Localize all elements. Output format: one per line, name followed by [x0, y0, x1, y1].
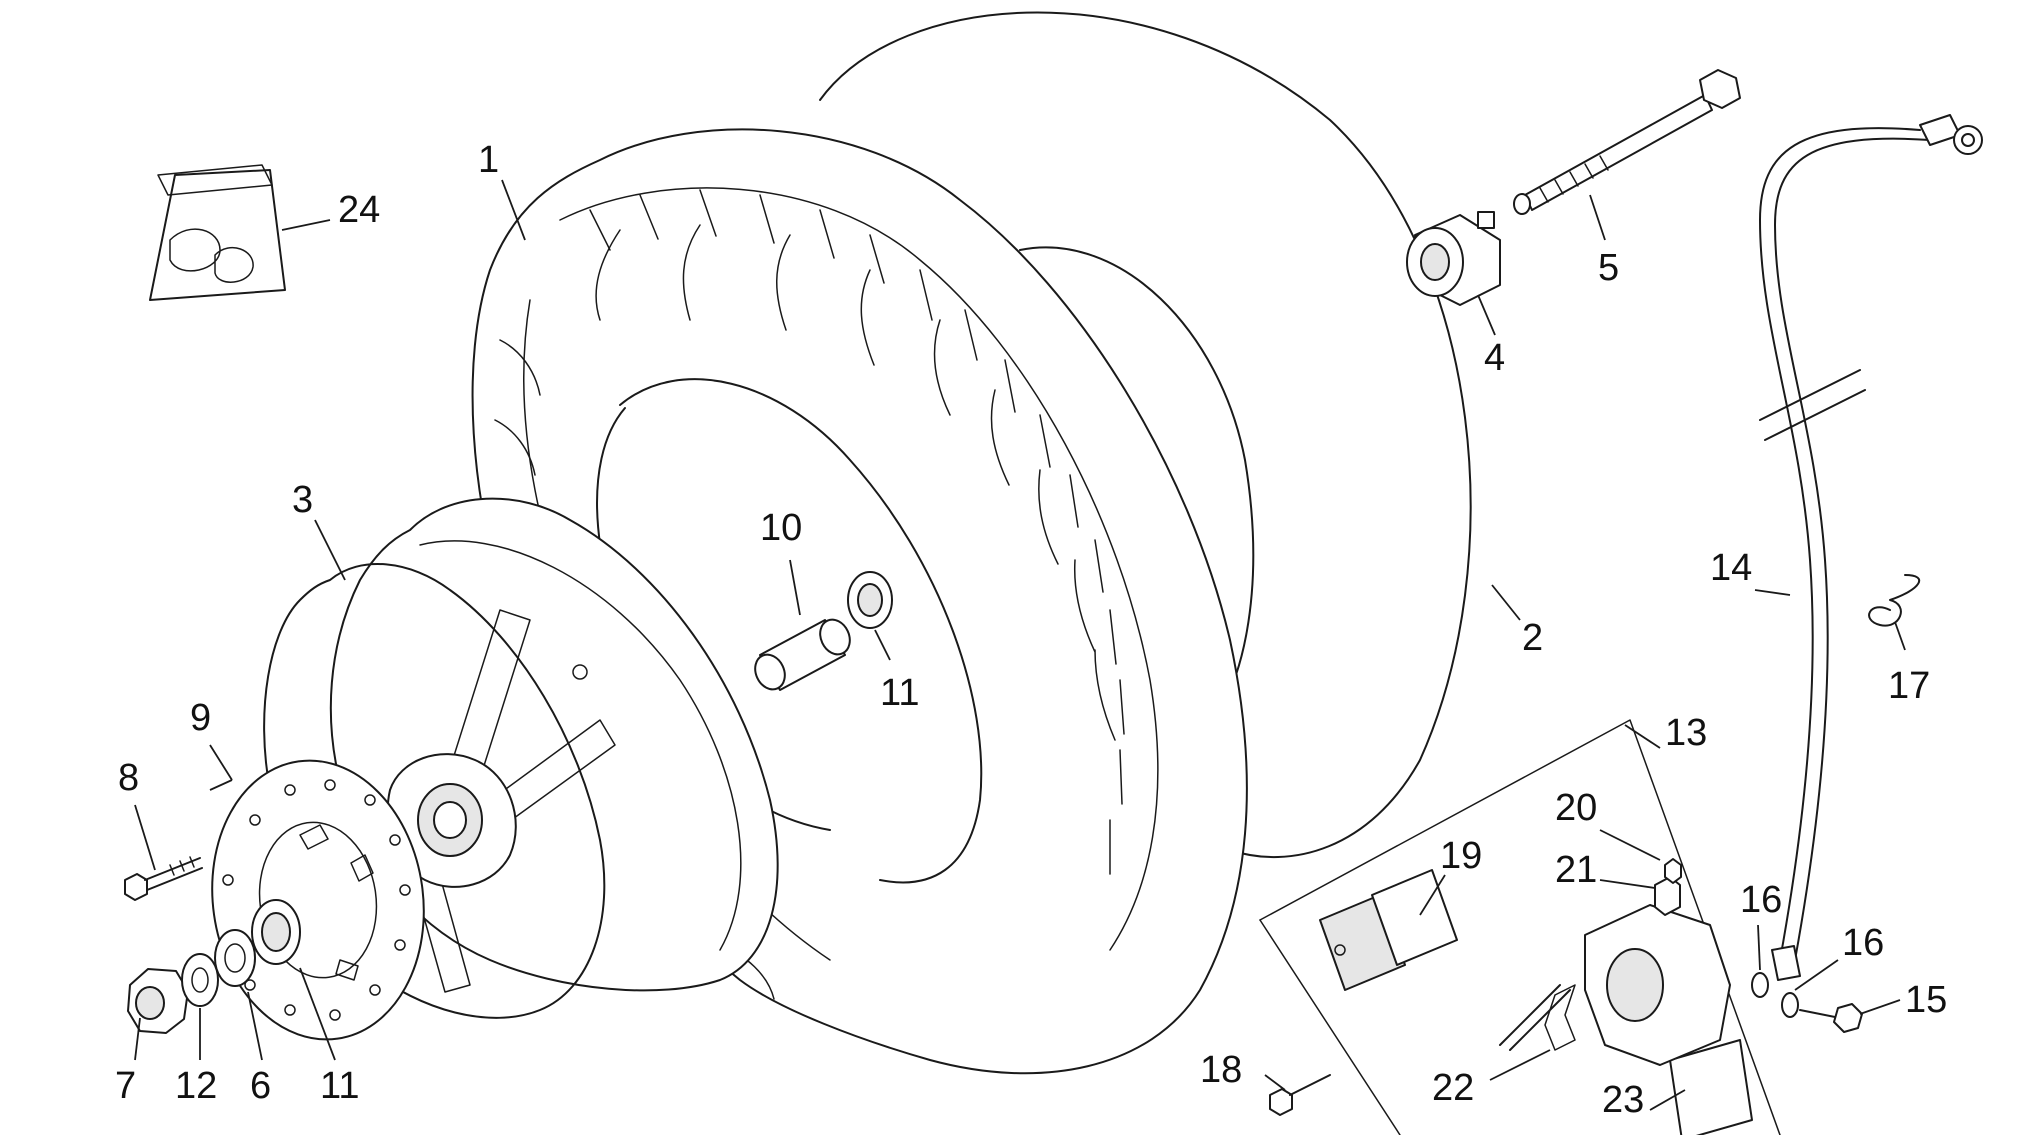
label-part-17: 17 — [1888, 665, 1930, 707]
label-part-13: 13 — [1665, 712, 1707, 754]
label-part-3: 3 — [292, 479, 313, 521]
part-19-brake-pads — [1319, 869, 1458, 991]
part-12-washer — [181, 953, 219, 1007]
label-part-24: 24 — [338, 189, 380, 231]
label-part-8: 8 — [118, 757, 139, 799]
label-part-5: 5 — [1598, 247, 1619, 289]
label-part-12: 12 — [175, 1065, 217, 1107]
part-14-brake-hose — [1759, 114, 1983, 981]
label-part-16-right: 16 — [1842, 922, 1884, 964]
label-part-21: 21 — [1555, 849, 1597, 891]
part-6-spacer — [214, 929, 256, 987]
label-part-22: 22 — [1432, 1067, 1474, 1109]
label-part-14: 14 — [1710, 547, 1752, 589]
part-22-pad-pin — [1499, 984, 1576, 1051]
callout-labels: 1 2 3 4 5 6 7 8 9 10 11 11 12 13 14 15 1… — [115, 139, 1947, 1121]
label-part-23: 23 — [1602, 1079, 1644, 1121]
part-18-bolt — [1269, 1074, 1331, 1116]
part-4-speedo-drive — [1406, 211, 1501, 306]
label-part-16-left: 16 — [1740, 879, 1782, 921]
label-part-20: 20 — [1555, 787, 1597, 829]
part-13-caliper-kit-outline — [1259, 719, 1781, 1135]
label-part-7: 7 — [115, 1065, 136, 1107]
part-5-axle — [1513, 69, 1741, 215]
label-part-9: 9 — [190, 697, 211, 739]
label-part-1: 1 — [478, 139, 499, 181]
part-15-banjo-bolt — [1799, 1003, 1863, 1033]
part-7-nut — [127, 968, 189, 1034]
label-part-2: 2 — [1522, 617, 1543, 659]
part-11-bearing-left — [251, 899, 301, 965]
part-8-bolt — [124, 856, 203, 901]
part-16-washers — [1751, 972, 1799, 1018]
label-part-11-inner: 11 — [880, 672, 919, 714]
part-9-brake-disc — [211, 759, 425, 1041]
label-part-10: 10 — [760, 507, 802, 549]
label-part-4: 4 — [1484, 337, 1505, 379]
label-part-6: 6 — [250, 1065, 271, 1107]
part-17-clip — [1868, 574, 1920, 627]
label-part-15: 15 — [1905, 979, 1947, 1021]
part-24-hardware-bag — [149, 164, 286, 301]
part-3-rim — [263, 497, 779, 1019]
label-part-11-left: 11 — [320, 1065, 359, 1107]
label-part-18: 18 — [1200, 1049, 1242, 1091]
part-2-disc — [819, 11, 1472, 859]
brake-caliper — [1584, 858, 1731, 1066]
part-10-spacer-tube — [754, 618, 851, 691]
part-23-pad-plate — [1669, 1039, 1753, 1135]
leader-lines — [134, 179, 1906, 1111]
label-part-19: 19 — [1440, 835, 1482, 877]
part-11-bearing-inner — [847, 571, 893, 629]
